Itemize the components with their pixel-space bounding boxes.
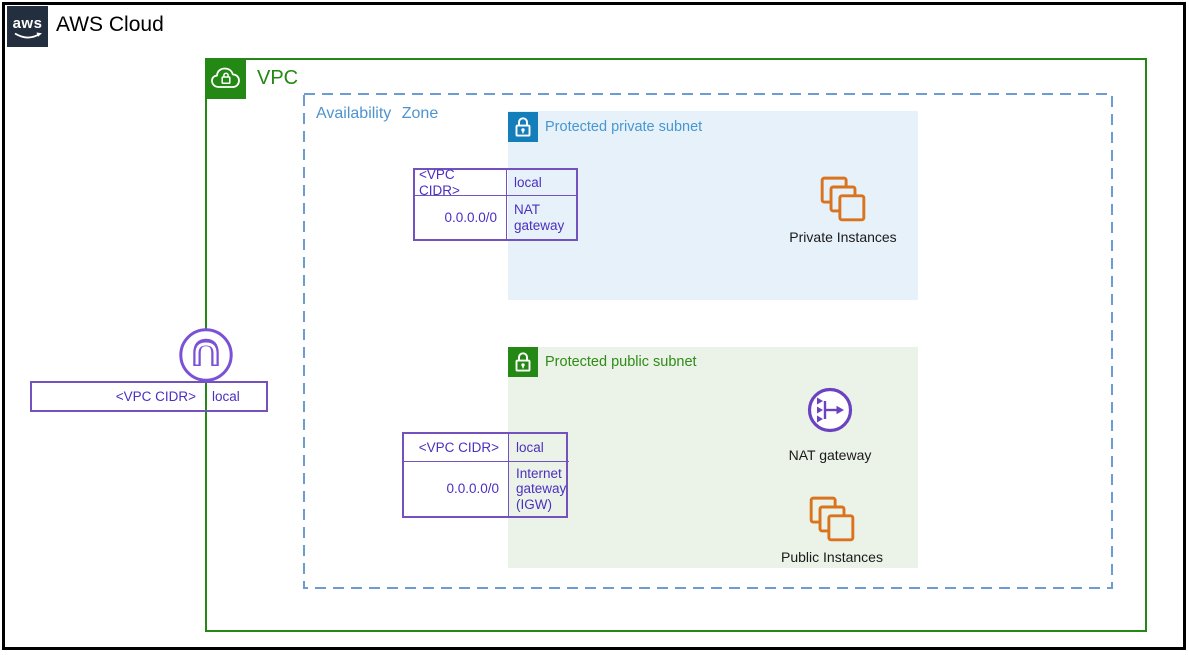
nat-gateway-icon [807, 387, 853, 433]
instances-icon [809, 496, 855, 542]
private-instances: Private Instances [768, 175, 918, 245]
public-subnet-title: Protected public subnet [545, 354, 697, 370]
route-destination: 0.0.0.0/0 [404, 462, 509, 516]
public-instances-label: Public Instances [781, 549, 883, 565]
route-destination: <VPC CIDR> [115, 388, 196, 404]
public-subnet-lock-icon [508, 347, 538, 377]
route-target: NAT gateway [514, 201, 565, 233]
route-target: local [509, 434, 570, 462]
route-destination: 0.0.0.0/0 [415, 196, 507, 239]
availability-zone-title: Availability Zone [316, 105, 439, 122]
route-target: local [212, 388, 240, 404]
instances-icon [820, 176, 866, 222]
private-subnet-lock-icon [508, 112, 538, 142]
route-destination: <VPC CIDR> [404, 434, 509, 462]
vpc-route-table: <VPC CIDR> local [30, 381, 268, 412]
private-instances-label: Private Instances [789, 229, 897, 245]
nat-gateway-label: NAT gateway [788, 447, 872, 463]
availability-zone-border [303, 93, 1113, 589]
public-route-table: <VPC CIDR> local 0.0.0.0/0 Internet gate… [402, 432, 570, 518]
public-subnet-group: Protected public subnet NAT gateway Publ… [508, 347, 918, 568]
aws-smile-icon [14, 32, 42, 38]
route-destination: <VPC CIDR> [415, 167, 507, 198]
route-target: Internet gateway (IGW) [516, 465, 567, 512]
public-instances: Public Instances [757, 495, 907, 565]
vpc-title: VPC [257, 67, 299, 89]
private-route-table: <VPC CIDR> local 0.0.0.0/0 NAT gateway [413, 167, 578, 241]
vpc-icon [205, 58, 246, 99]
router-icon [178, 327, 234, 383]
private-subnet-title: Protected private subnet [545, 119, 703, 135]
nat-gateway: NAT gateway [755, 386, 905, 463]
aws-logo-icon: aws [7, 6, 48, 47]
aws-cloud-title: AWS Cloud [56, 13, 164, 36]
availability-zone-group: Availability Zone [303, 93, 1113, 589]
aws-logo-text: aws [12, 14, 43, 32]
route-target: local [507, 170, 576, 196]
